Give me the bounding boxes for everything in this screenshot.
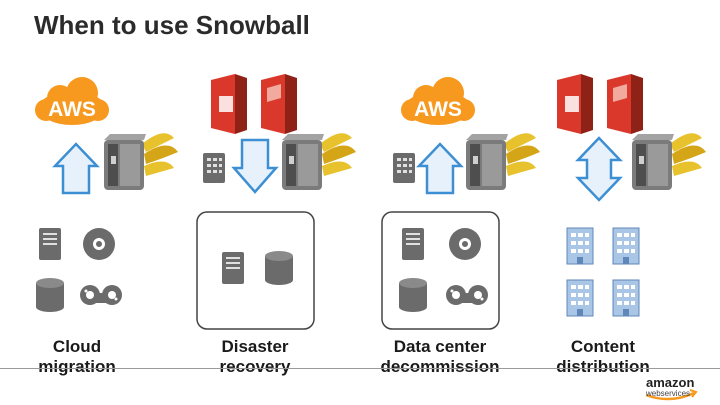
footer-divider <box>0 368 720 369</box>
snowball-device-icon <box>282 133 356 190</box>
s3-bucket-icon <box>211 74 297 134</box>
tape-icon <box>446 285 488 305</box>
column-cloud-migration: AWS <box>35 77 178 312</box>
office-building-icon <box>612 227 640 265</box>
database-icon <box>265 251 293 285</box>
column-disaster-recovery <box>196 74 356 330</box>
disc-icon <box>83 228 115 260</box>
amazon-smile-icon <box>645 391 695 401</box>
tape-icon <box>80 285 122 305</box>
rack-icon <box>203 153 225 183</box>
s3-bucket-icon <box>557 74 643 134</box>
database-icon <box>399 278 427 312</box>
server-icon <box>222 252 244 284</box>
datacenter-frame <box>381 211 500 330</box>
disc-icon <box>449 228 481 260</box>
logo-sub-text: webservices <box>646 389 691 398</box>
aws-cloud-label: AWS <box>414 98 462 121</box>
label-content-distribution: Content distribution <box>556 337 650 376</box>
office-building-icon <box>566 227 594 265</box>
column-datacenter-decommission: AWS <box>381 77 540 330</box>
slide-title: When to use Snowball <box>34 10 310 40</box>
office-building-icon <box>612 279 640 317</box>
server-icon <box>402 228 424 260</box>
office-building-icon <box>566 279 594 317</box>
label-disaster-recovery: Disaster recovery <box>219 337 291 376</box>
snowball-device-icon <box>632 133 706 190</box>
aws-cloud-label: AWS <box>48 98 96 121</box>
arrow-up-icon <box>52 142 100 195</box>
label-datacenter-decommission: Data center decommission <box>380 337 500 376</box>
logo-main-text: amazon <box>646 375 695 390</box>
arrow-up-icon <box>416 142 464 195</box>
aws-cloud-icon: AWS <box>35 77 109 125</box>
arrow-bidirectional-icon <box>575 136 623 202</box>
arrow-down-icon <box>231 138 279 194</box>
datacenter-frame <box>196 211 315 330</box>
database-icon <box>36 278 64 312</box>
column-content-distribution <box>557 74 706 317</box>
snowball-device-icon <box>466 133 540 190</box>
label-cloud-migration: Cloud migration <box>38 337 116 376</box>
aws-cloud-icon: AWS <box>401 77 475 125</box>
server-icon <box>39 228 61 260</box>
amazon-arrow-icon <box>689 389 698 398</box>
snowball-device-icon <box>104 133 178 190</box>
rack-icon <box>393 153 415 183</box>
amazon-webservices-logo: amazon webservices <box>640 375 712 401</box>
